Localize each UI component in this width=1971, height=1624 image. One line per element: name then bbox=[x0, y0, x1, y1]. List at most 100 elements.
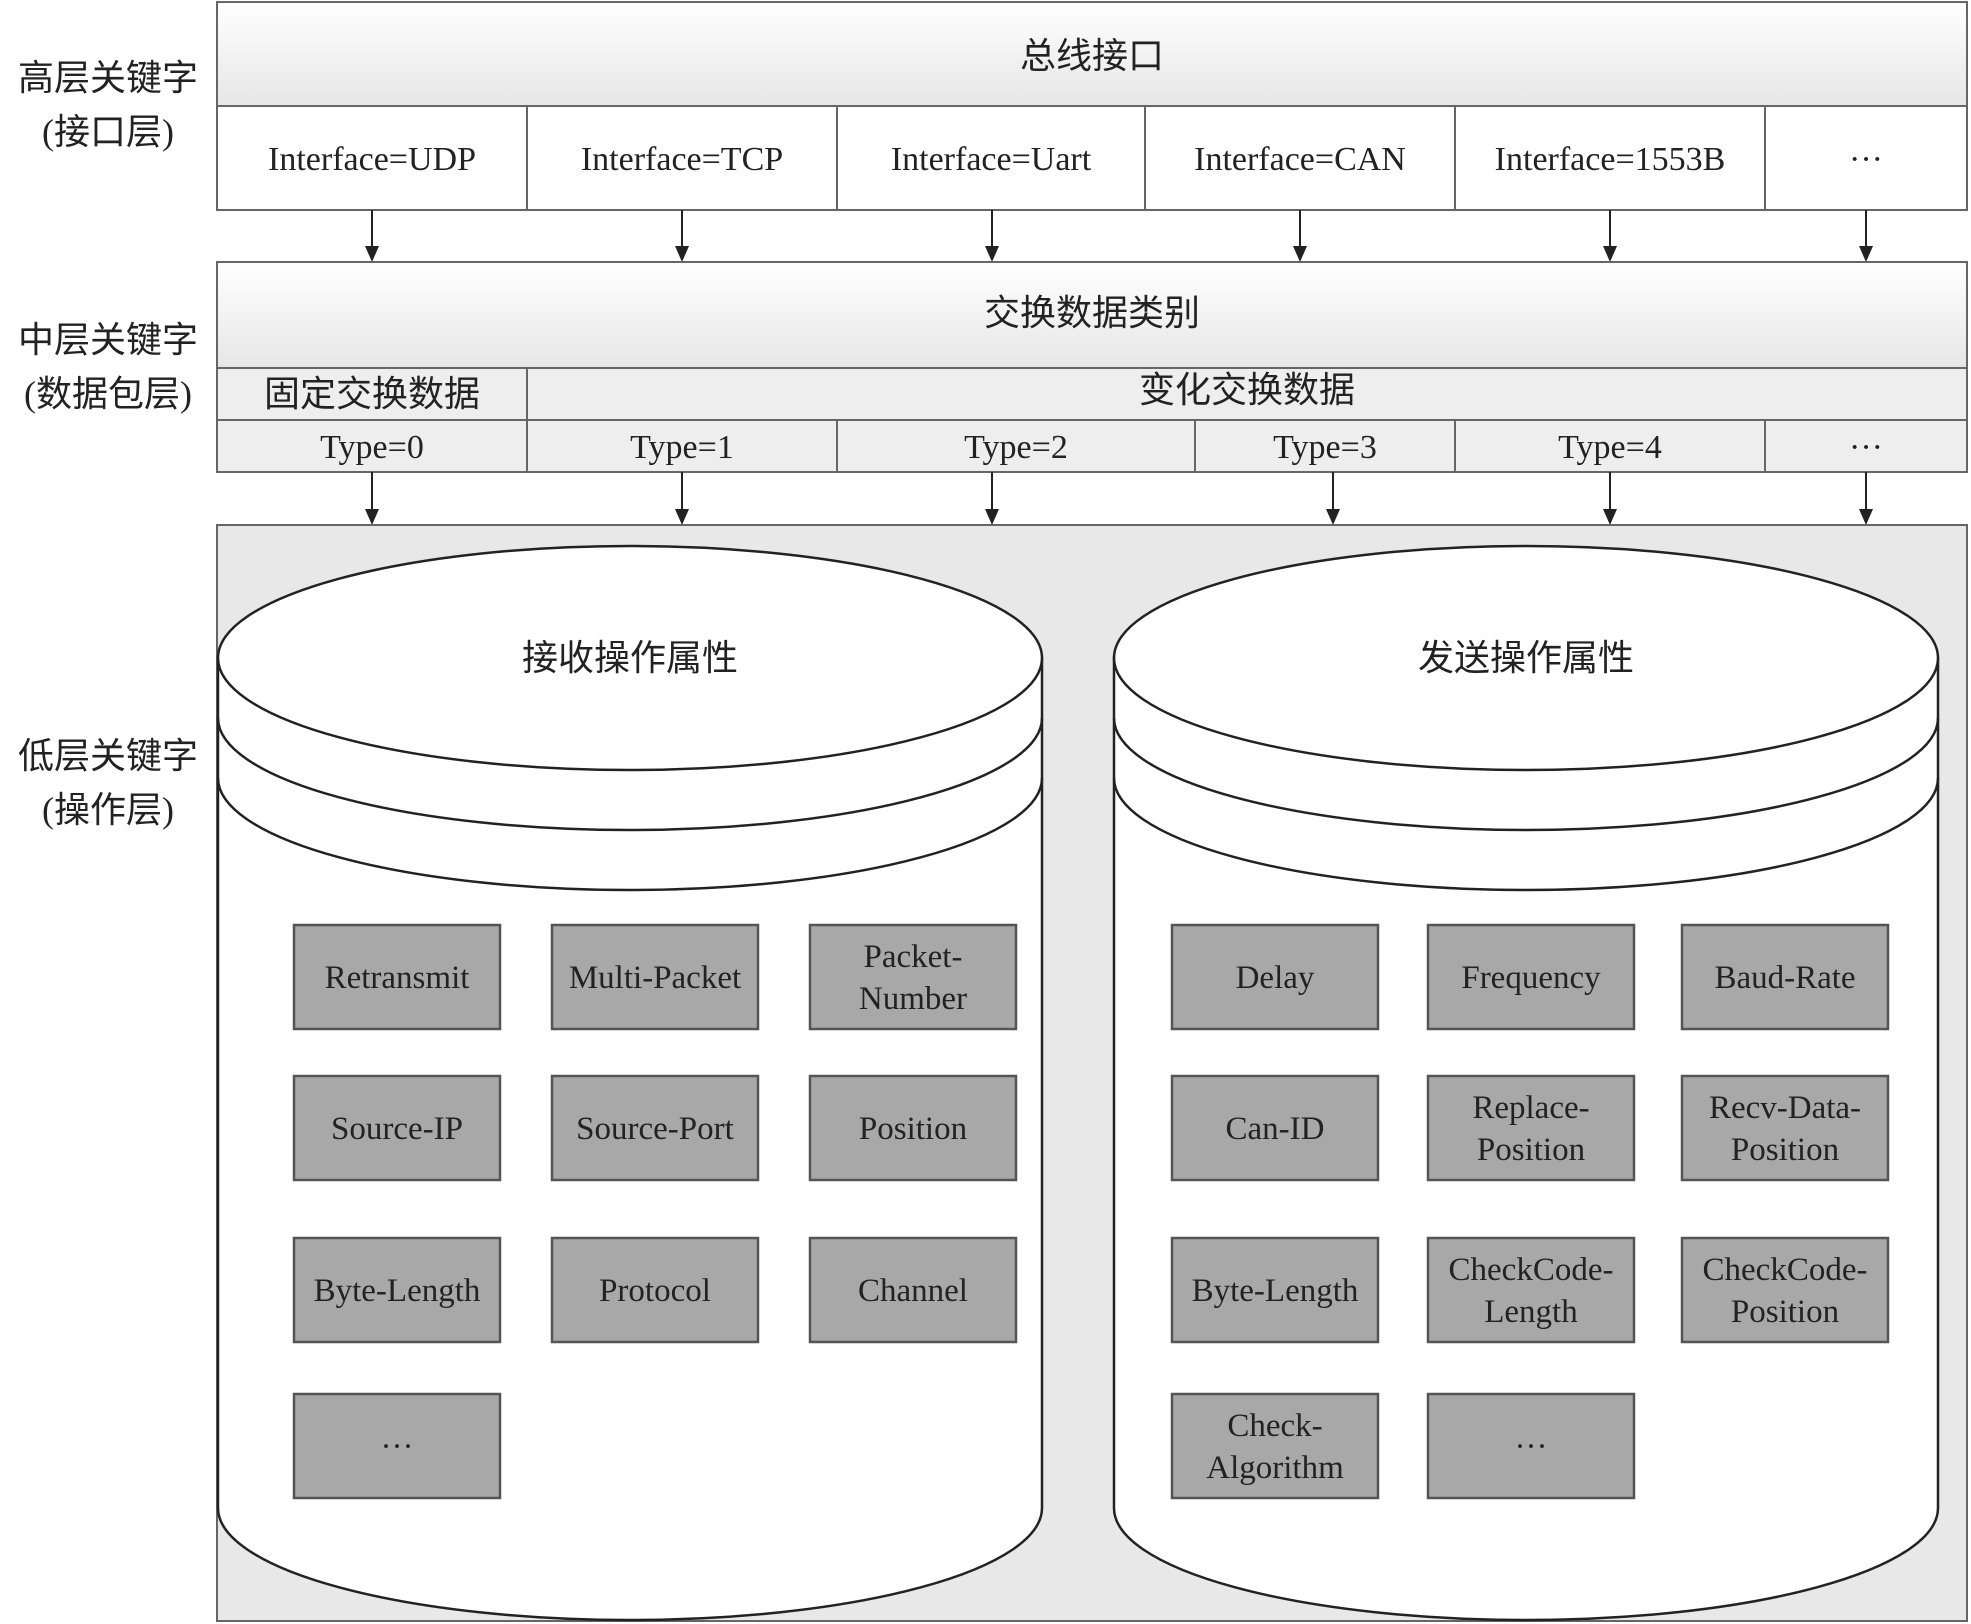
type-cell bbox=[836, 419, 1196, 473]
attribute-label: Position bbox=[1477, 1132, 1585, 1168]
cylinder-rim bbox=[1112, 777, 1940, 892]
arrowhead bbox=[1326, 509, 1340, 525]
attribute-box bbox=[1170, 1392, 1380, 1500]
high-layer-cells: Interface=UDP Interface=TCP Interface=Uart… bbox=[216, 105, 1968, 211]
attribute-box bbox=[1680, 923, 1890, 1031]
type-cell bbox=[526, 419, 838, 473]
attribute-label: Retransmit bbox=[325, 960, 470, 996]
attribute-label: Check- bbox=[1227, 1408, 1322, 1444]
attribute-box bbox=[1680, 1074, 1890, 1182]
mid-layer-band bbox=[216, 261, 1968, 369]
arrowhead bbox=[365, 509, 379, 525]
variable-exchange-label: 变化交换数据 bbox=[1139, 370, 1355, 410]
fixed-exchange-label: 固定交换数据 bbox=[264, 374, 480, 414]
attribute-label: Source-IP bbox=[331, 1111, 463, 1147]
high-layer-band bbox=[216, 1, 1968, 107]
attribute-box bbox=[292, 923, 502, 1031]
side-label-mid-line1: 中层关键字 bbox=[18, 320, 198, 360]
attribute-label: Replace- bbox=[1472, 1090, 1589, 1126]
attribute-box bbox=[808, 1074, 1018, 1182]
interface-cell bbox=[216, 105, 528, 211]
arrowhead bbox=[365, 246, 379, 262]
cylinder-rim bbox=[216, 717, 1044, 832]
arrowhead bbox=[1859, 246, 1873, 262]
attribute-label: Byte-Length bbox=[314, 1273, 481, 1309]
attribute-box bbox=[808, 923, 1018, 1031]
side-label-high-line2: (接口层) bbox=[42, 112, 174, 152]
attribute-label: Multi-Packet bbox=[569, 960, 741, 996]
receive-attributes-cylinder: 接收操作属性 Retransmit Multi-Packet Packet- Numbe… bbox=[216, 544, 1044, 1622]
type-label: Type=1 bbox=[630, 429, 734, 466]
attribute-label: Frequency bbox=[1461, 960, 1601, 996]
interface-label: ··· bbox=[1849, 141, 1883, 178]
arrowhead bbox=[675, 246, 689, 262]
attribute-label: Number bbox=[859, 981, 967, 1017]
interface-cell bbox=[1454, 105, 1766, 211]
attribute-box bbox=[550, 1236, 760, 1344]
interface-label: Interface=UDP bbox=[268, 141, 476, 178]
attribute-label: ··· bbox=[381, 1429, 414, 1465]
attribute-label: Length bbox=[1484, 1294, 1578, 1330]
arrowhead bbox=[985, 509, 999, 525]
type-label: Type=3 bbox=[1273, 429, 1377, 466]
type-label: Type=4 bbox=[1558, 429, 1662, 466]
side-label-high-line1: 高层关键字 bbox=[18, 58, 198, 98]
interface-cell bbox=[526, 105, 838, 211]
cylinder-top bbox=[1112, 544, 1940, 772]
variable-exchange-cell bbox=[526, 367, 1968, 421]
attribute-label: Delay bbox=[1236, 960, 1315, 996]
attribute-box bbox=[292, 1392, 502, 1500]
interface-cell bbox=[836, 105, 1146, 211]
attribute-label: Position bbox=[859, 1111, 967, 1147]
attribute-box bbox=[1426, 1392, 1636, 1500]
cylinder-rim bbox=[216, 777, 1044, 892]
attribute-label: CheckCode- bbox=[1449, 1252, 1614, 1288]
type-label: Type=2 bbox=[964, 429, 1068, 466]
attribute-label: Baud-Rate bbox=[1714, 960, 1855, 996]
attribute-box bbox=[550, 1074, 760, 1182]
interface-label: Interface=Uart bbox=[891, 141, 1092, 178]
attribute-label: Position bbox=[1731, 1294, 1839, 1330]
side-label-low-line1: 低层关键字 bbox=[18, 736, 198, 776]
low-layer: 接收操作属性 Retransmit Multi-Packet Packet- Numbe… bbox=[216, 524, 1968, 1622]
attribute-label: Byte-Length bbox=[1192, 1273, 1359, 1309]
arrowhead bbox=[1603, 246, 1617, 262]
cylinder-title: 接收操作属性 bbox=[522, 638, 738, 678]
attribute-label: Protocol bbox=[599, 1273, 711, 1309]
attribute-label: Channel bbox=[858, 1273, 968, 1309]
type-cell bbox=[216, 419, 528, 473]
attribute-label: Recv-Data- bbox=[1709, 1090, 1861, 1126]
arrowhead bbox=[985, 246, 999, 262]
attribute-box bbox=[1170, 1236, 1380, 1344]
interface-label: Interface=TCP bbox=[581, 141, 783, 178]
attribute-label: Position bbox=[1731, 1132, 1839, 1168]
arrowhead bbox=[1603, 509, 1617, 525]
arrows-high-to-mid bbox=[365, 210, 1873, 262]
attribute-box bbox=[1426, 1074, 1636, 1182]
attribute-label: Packet- bbox=[864, 939, 963, 975]
arrowhead bbox=[1293, 246, 1307, 262]
attribute-label: CheckCode- bbox=[1703, 1252, 1868, 1288]
attribute-box bbox=[1680, 1236, 1890, 1344]
side-label-low-line2: (操作层) bbox=[42, 790, 174, 830]
cylinder-title: 发送操作属性 bbox=[1418, 638, 1634, 678]
side-label-mid-line2: (数据包层) bbox=[24, 374, 192, 414]
interface-cell bbox=[1144, 105, 1456, 211]
attribute-box bbox=[1426, 923, 1636, 1031]
type-label: ··· bbox=[1849, 429, 1883, 466]
attribute-label: Algorithm bbox=[1206, 1450, 1344, 1486]
attribute-box bbox=[292, 1074, 502, 1182]
attribute-box bbox=[808, 1236, 1018, 1344]
arrowhead bbox=[675, 509, 689, 525]
side-label-high: 高层关键字 (接口层) bbox=[18, 58, 198, 152]
attribute-box bbox=[1426, 1236, 1636, 1344]
attribute-box bbox=[1170, 923, 1380, 1031]
type-cell bbox=[1194, 419, 1456, 473]
high-layer-title: 总线接口 bbox=[1020, 36, 1164, 76]
arrows-mid-to-low bbox=[365, 472, 1873, 525]
